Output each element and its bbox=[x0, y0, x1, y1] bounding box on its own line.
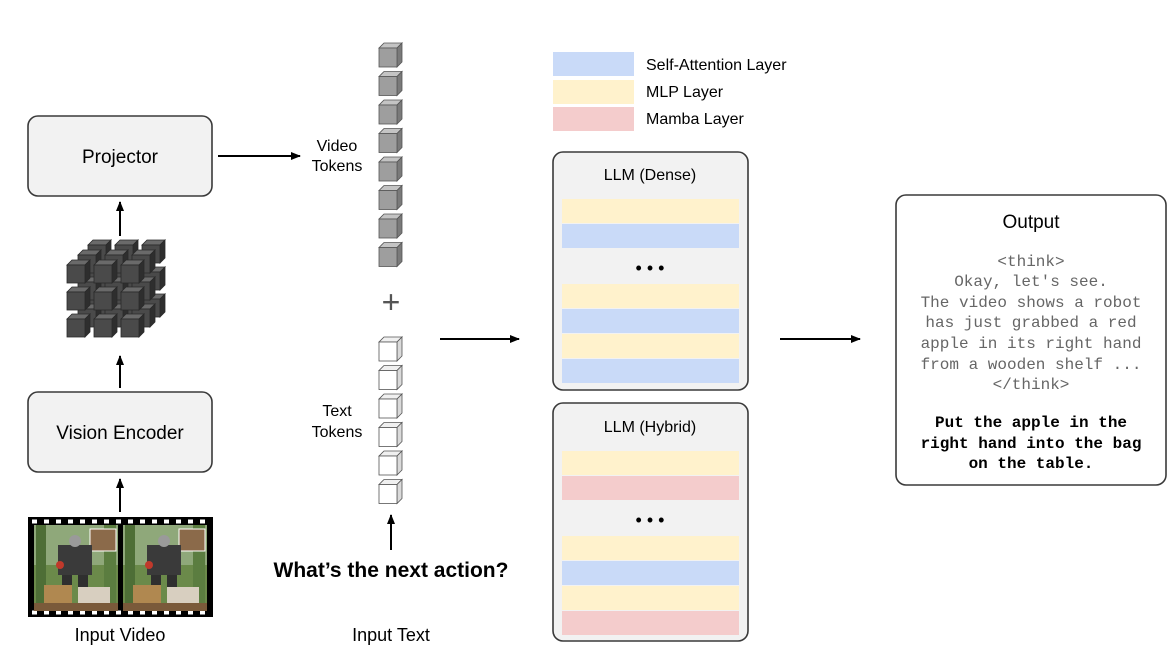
think-line: </think> bbox=[993, 376, 1070, 394]
answer-line: right hand into the bag bbox=[921, 435, 1142, 453]
think-line: Okay, let's see. bbox=[954, 273, 1108, 291]
video-token-cube bbox=[378, 70, 403, 97]
llm-dense-ellipsis: • • • bbox=[636, 258, 665, 278]
video-token-stack bbox=[378, 42, 403, 268]
output-box bbox=[895, 194, 1167, 486]
legend-label-mamba: Mamba Layer bbox=[646, 111, 744, 128]
llm-hybrid-self-attention-layer bbox=[562, 561, 739, 585]
llm-dense-self-attention-layer bbox=[562, 309, 739, 333]
llm-hybrid-mlp-layer bbox=[562, 536, 739, 560]
text-token-cube bbox=[378, 393, 403, 419]
video-token-cube bbox=[378, 241, 403, 268]
llm-dense-mlp-layer bbox=[562, 284, 739, 308]
video-frame-image bbox=[33, 524, 119, 612]
video-token-cube bbox=[378, 184, 403, 211]
answer-line: on the table. bbox=[969, 455, 1094, 473]
video-token-cube bbox=[378, 213, 403, 239]
plus-sign: + bbox=[382, 284, 401, 320]
video-tokens-label-line2: Tokens bbox=[312, 158, 363, 175]
llm-hybrid-mamba-layer bbox=[562, 611, 739, 635]
think-line: has just grabbed a red bbox=[925, 314, 1136, 332]
question-text: What’s the next action? bbox=[274, 559, 509, 582]
video-token-cube bbox=[378, 156, 403, 182]
video-frame-image bbox=[122, 524, 208, 612]
visual-feature-cube-grid bbox=[66, 239, 166, 338]
llm-dense-self-attention-layer bbox=[562, 359, 739, 383]
input-video-label: Input Video bbox=[75, 625, 166, 645]
think-line: The video shows a robot bbox=[921, 294, 1142, 312]
output-think-text: <think> Okay, let's see. The video shows… bbox=[921, 253, 1142, 394]
projector-label: Projector bbox=[82, 147, 159, 168]
llm-dense-title: LLM (Dense) bbox=[604, 167, 696, 184]
text-tokens-label-line2: Tokens bbox=[312, 424, 363, 441]
llm-hybrid-mlp-layer bbox=[562, 586, 739, 610]
video-token-cube bbox=[378, 99, 403, 125]
think-line: from a wooden shelf ... bbox=[921, 356, 1142, 374]
think-line: <think> bbox=[997, 253, 1064, 271]
llm-hybrid-mamba-layer bbox=[562, 476, 739, 500]
input-text-label: Input Text bbox=[352, 625, 430, 645]
legend-swatch-mamba bbox=[553, 107, 634, 131]
llm-dense-mlp-layer bbox=[562, 334, 739, 358]
legend-label-self-attention: Self-Attention Layer bbox=[646, 57, 787, 74]
llm-hybrid-mlp-layer bbox=[562, 451, 739, 475]
film-sprocket-holes bbox=[32, 519, 205, 615]
video-tokens-label-line1: Video bbox=[317, 138, 358, 155]
layer-legend: Self-Attention Layer MLP Layer Mamba Lay… bbox=[553, 52, 787, 131]
llm-dense-self-attention-layer bbox=[562, 224, 739, 248]
video-token-cube bbox=[378, 42, 403, 68]
text-token-stack bbox=[378, 336, 403, 505]
llm-hybrid-ellipsis: • • • bbox=[636, 510, 665, 530]
vision-encoder-label: Vision Encoder bbox=[56, 423, 184, 444]
input-video-filmstrip bbox=[28, 517, 213, 617]
output-title: Output bbox=[1002, 212, 1060, 233]
answer-line: Put the apple in the bbox=[935, 414, 1127, 432]
llm-hybrid-title: LLM (Hybrid) bbox=[604, 419, 696, 436]
projector-box bbox=[27, 115, 213, 197]
legend-label-mlp: MLP Layer bbox=[646, 84, 724, 101]
text-tokens-label-line1: Text bbox=[322, 403, 352, 420]
text-token-cube bbox=[378, 450, 403, 476]
llm-dense-mlp-layer bbox=[562, 199, 739, 223]
video-token-cube bbox=[378, 127, 403, 154]
vision-encoder-box bbox=[27, 391, 213, 473]
text-token-cube bbox=[378, 421, 403, 448]
text-token-cube bbox=[378, 478, 403, 505]
think-line: apple in its right hand bbox=[921, 335, 1142, 353]
text-token-cube bbox=[378, 364, 403, 391]
text-token-cube bbox=[378, 336, 403, 362]
legend-swatch-self-attention bbox=[553, 52, 634, 76]
legend-swatch-mlp bbox=[553, 80, 634, 104]
output-answer-text: Put the apple in the right hand into the… bbox=[921, 414, 1142, 473]
